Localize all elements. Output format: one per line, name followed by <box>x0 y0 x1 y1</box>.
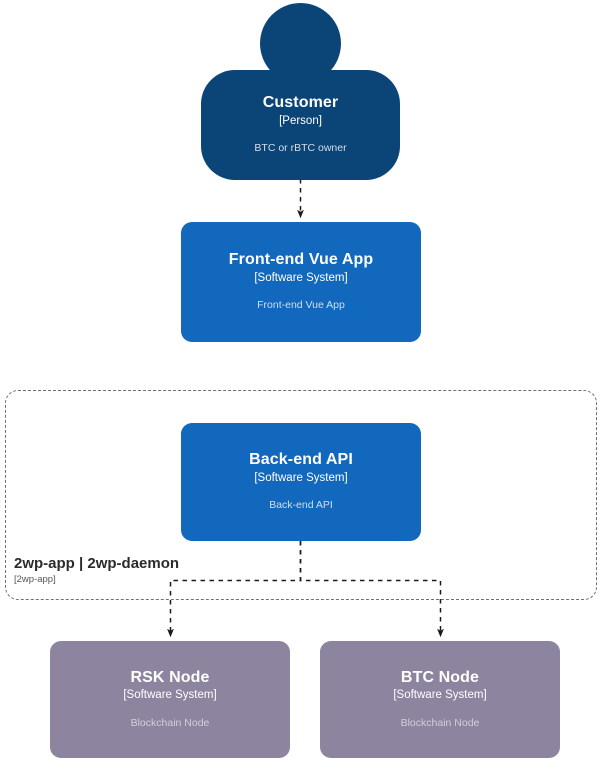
node-backend-api[interactable]: Back-end API [Software System] Back-end … <box>181 423 421 541</box>
customer-title: Customer <box>262 94 339 112</box>
frontend-description: Front-end Vue App <box>257 299 345 312</box>
boundary-subtitle: [2wp-app] <box>14 574 56 586</box>
btc-node-description: Blockchain Node <box>400 716 480 729</box>
frontend-title: Front-end Vue App <box>228 251 374 269</box>
btc-node-title: BTC Node <box>400 668 480 686</box>
customer-description: BTC or rBTC owner <box>254 142 347 155</box>
backend-description: Back-end API <box>269 499 333 512</box>
rsk-node-description: Blockchain Node <box>130 716 210 729</box>
customer-body: Customer [Person] BTC or rBTC owner <box>201 70 400 180</box>
boundary-title: 2wp-app | 2wp-daemon <box>14 555 180 572</box>
rsk-node-stereotype: [Software System] <box>123 689 217 702</box>
node-btc-node[interactable]: BTC Node [Software System] Blockchain No… <box>320 641 560 758</box>
rsk-node-title: RSK Node <box>130 668 210 686</box>
node-frontend-vue-app[interactable]: Front-end Vue App [Software System] Fron… <box>181 222 421 342</box>
btc-node-stereotype: [Software System] <box>393 689 487 702</box>
node-rsk-node[interactable]: RSK Node [Software System] Blockchain No… <box>50 641 290 758</box>
backend-stereotype: [Software System] <box>254 471 348 484</box>
frontend-stereotype: [Software System] <box>254 271 348 284</box>
backend-title: Back-end API <box>249 451 353 469</box>
boundary-2wp-app <box>5 390 597 600</box>
customer-stereotype: [Person] <box>279 114 322 127</box>
boundary-label: 2wp-app | 2wp-daemon [2wp-app] <box>14 555 314 587</box>
